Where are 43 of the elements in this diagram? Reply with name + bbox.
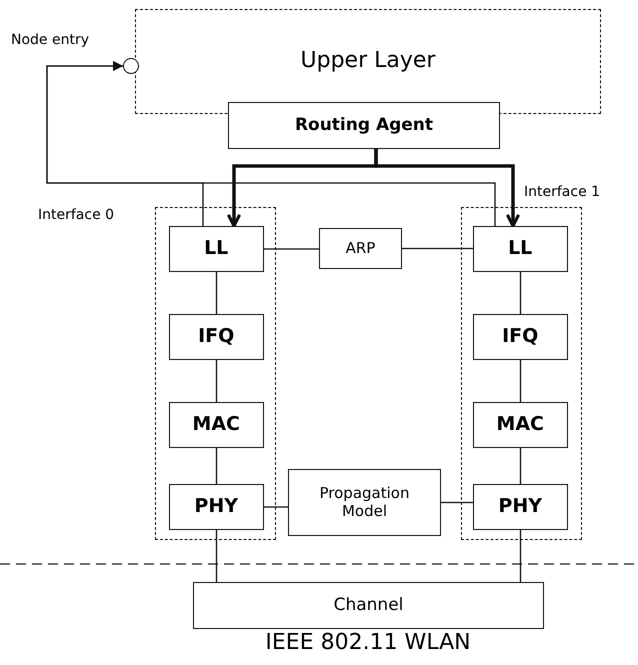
group-label: Interface 1 [524, 184, 600, 200]
process-box [193, 582, 544, 629]
box-label: MAC [496, 414, 544, 436]
connector-line [216, 360, 218, 402]
box-label: LL [204, 238, 228, 260]
box-label: MAC [192, 414, 240, 436]
box-label: Propagation Model [318, 485, 410, 520]
connector-line [216, 448, 218, 484]
process-box [168, 226, 264, 272]
connector-line [441, 502, 473, 504]
process-box [319, 228, 402, 269]
process-box [472, 484, 568, 530]
process-box [472, 226, 568, 272]
connector-line [520, 448, 522, 484]
box-label: Routing Agent [294, 116, 434, 136]
box-label: IFQ [198, 326, 234, 348]
process-box [228, 102, 500, 149]
box-label: Channel [334, 596, 404, 616]
box-label: PHY [194, 496, 238, 518]
arrow [46, 61, 496, 226]
box-label: LL [508, 238, 532, 260]
process-box [168, 314, 264, 360]
connector-line [216, 272, 218, 314]
arrow [374, 149, 520, 228]
process-box [472, 314, 568, 360]
box-label: PHY [498, 496, 542, 518]
group-label: Interface 0 [38, 207, 114, 224]
connector-line [520, 530, 522, 582]
process-box [472, 402, 568, 448]
box-label: IFQ [502, 326, 538, 348]
node-caption: Node entry [11, 32, 90, 48]
box-label: ARP [346, 240, 376, 258]
process-box [288, 469, 441, 536]
connector-line [216, 530, 218, 582]
process-box [168, 402, 264, 448]
caption: IEEE 802.11 WLAN [264, 630, 472, 655]
box-label: Upper Layer [300, 48, 436, 74]
connector-line [520, 272, 522, 314]
connector-line [402, 248, 473, 250]
connector-line [264, 248, 319, 250]
connector-line [264, 506, 288, 508]
process-box [168, 484, 264, 530]
connector-line [520, 360, 522, 402]
